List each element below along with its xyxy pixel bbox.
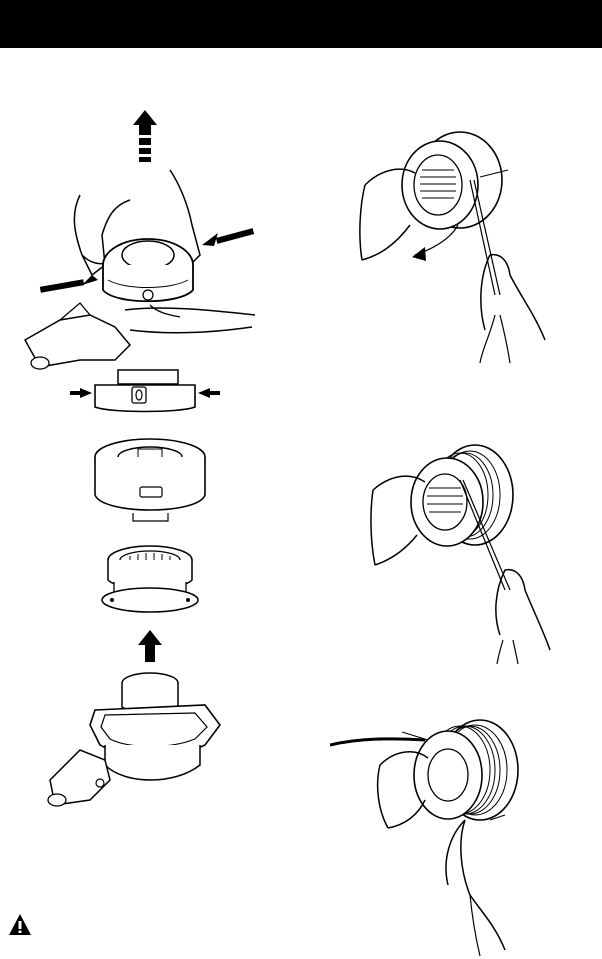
secure-line-ends-in-slots (330, 710, 530, 958)
spool-cover-exploded (88, 435, 213, 530)
warning-triangle-icon (8, 913, 32, 937)
rotate-arrow-icon (412, 247, 426, 261)
inner-spool-reel (100, 540, 200, 665)
section-header-bar (0, 0, 602, 48)
up-arrow-icon (138, 630, 162, 662)
wind-line-onto-spool (365, 440, 555, 665)
up-arrow-icon (133, 110, 157, 162)
trimmer-head-hub (45, 665, 235, 825)
insert-line-into-spool (350, 125, 565, 365)
spool-removal-squeeze-tabs (20, 105, 270, 380)
spool-cover-side-view (70, 365, 220, 420)
